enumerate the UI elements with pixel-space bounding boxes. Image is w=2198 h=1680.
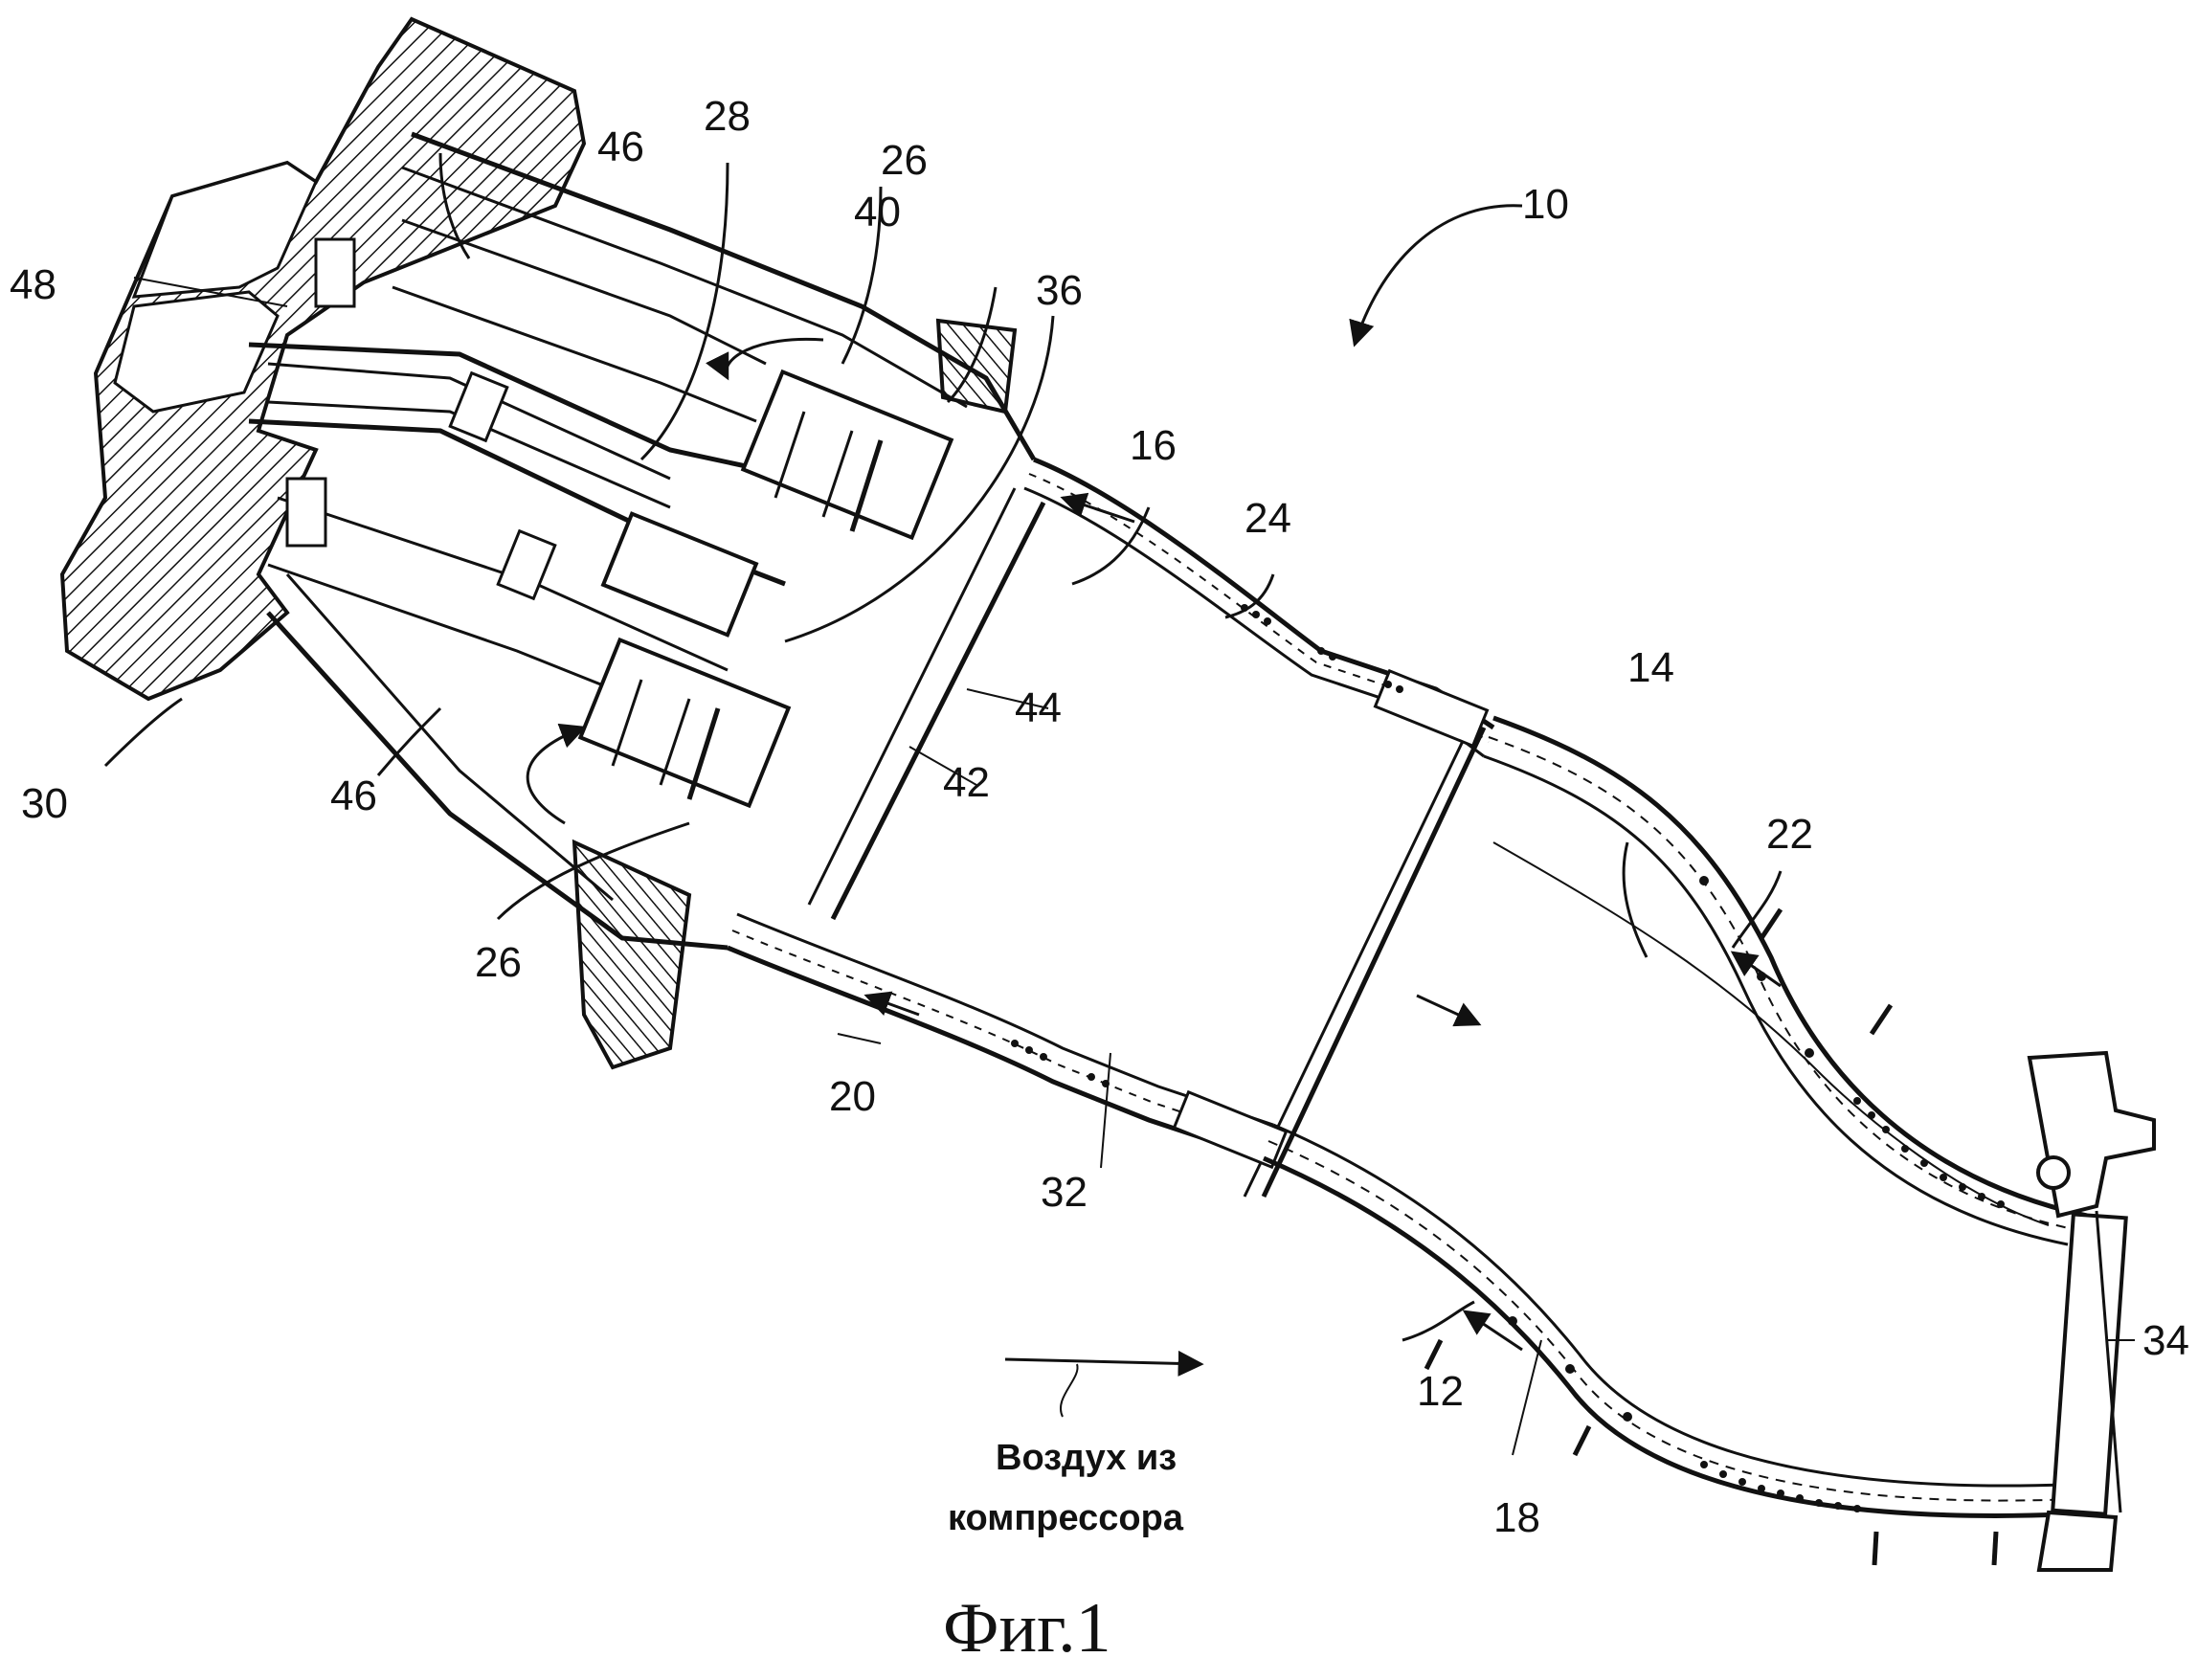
combustor-liner bbox=[727, 457, 2156, 1572]
ref-46-top: 46 bbox=[597, 123, 644, 170]
ref-48: 48 bbox=[10, 261, 56, 308]
ref-20: 20 bbox=[829, 1073, 876, 1120]
liner-cap-assembly bbox=[526, 337, 1046, 921]
ref-26-bottom: 26 bbox=[475, 939, 522, 986]
caption-line-2: компрессора bbox=[948, 1498, 1184, 1538]
ref-42: 42 bbox=[943, 759, 990, 806]
ref-36: 36 bbox=[1036, 267, 1083, 314]
ref-12: 12 bbox=[1417, 1368, 1464, 1415]
ref-28: 28 bbox=[704, 93, 751, 140]
figure-label: Фиг.1 bbox=[943, 1589, 1111, 1668]
ref-18: 18 bbox=[1493, 1494, 1540, 1541]
ref-46-bottom: 46 bbox=[330, 773, 377, 819]
ref-34: 34 bbox=[2142, 1317, 2189, 1364]
ref-32: 32 bbox=[1041, 1169, 1088, 1216]
ref-30: 30 bbox=[21, 780, 68, 827]
end-cover-assembly bbox=[59, 16, 1018, 1070]
leader-lines bbox=[103, 152, 2135, 1456]
ref-16: 16 bbox=[1130, 422, 1177, 469]
reference-numerals: 10 12 14 16 18 20 22 24 26 26 28 30 32 3… bbox=[10, 93, 2189, 1541]
ref-10: 10 bbox=[1522, 181, 1569, 228]
ref-24: 24 bbox=[1245, 495, 1291, 542]
ref-26-top: 26 bbox=[881, 137, 928, 184]
caption-line-1: Воздух из bbox=[996, 1438, 1177, 1478]
ref-22: 22 bbox=[1766, 811, 1813, 858]
ref-40: 40 bbox=[854, 189, 901, 235]
fuel-nozzle-assembly bbox=[248, 131, 1037, 951]
ref-14: 14 bbox=[1627, 644, 1674, 691]
ref-44: 44 bbox=[1015, 684, 1062, 731]
caption: Воздух из компрессора bbox=[948, 1438, 1184, 1538]
